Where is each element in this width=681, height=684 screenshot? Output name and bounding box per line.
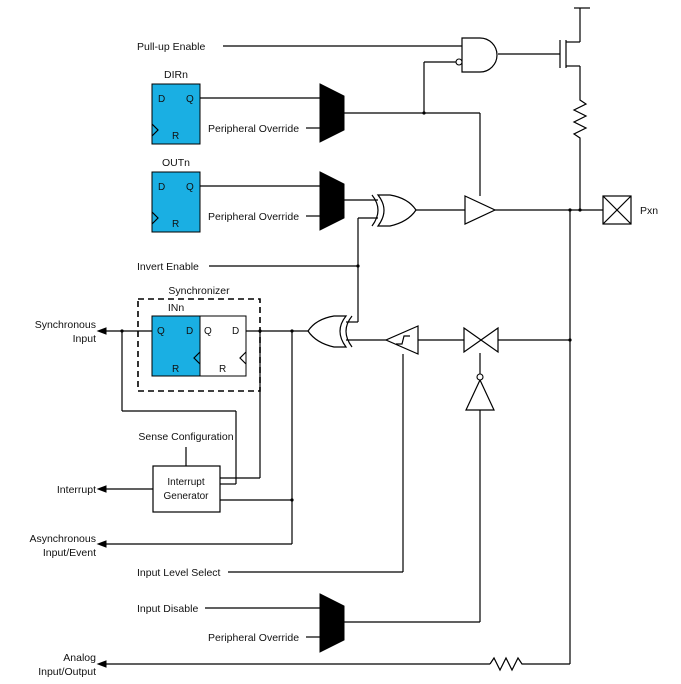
output-driver-icon: [464, 195, 497, 225]
pullup-pmos-icon: [559, 40, 580, 68]
analog-label-2: Input/Output: [38, 666, 96, 678]
interrupt-label: Interrupt: [57, 484, 96, 496]
schmitt-trigger-icon: [384, 325, 419, 355]
pullup-and-gate-icon: [455, 37, 498, 73]
analog-label-1: Analog: [63, 652, 96, 664]
wires: [104, 7, 603, 665]
inn-label: INn: [168, 302, 185, 314]
input-disable-inverter-icon: [465, 373, 495, 411]
pullup-resistor-icon: [572, 96, 588, 140]
input-disable-mux-icon: [319, 593, 345, 653]
interrupt-generator-label-2: Generator: [163, 491, 209, 502]
dirn-label: DIRn: [164, 69, 188, 81]
synchronous-input-label-1: Synchronous: [35, 319, 96, 331]
async-input-label-2: Input/Event: [43, 547, 96, 559]
outn-label: OUTn: [162, 157, 190, 169]
pxn-pad-icon: [602, 195, 632, 225]
out-override-mux-icon: [319, 171, 345, 231]
interrupt-generator-block: Interrupt Generator: [152, 465, 221, 513]
analog-resistor-icon: [489, 656, 524, 672]
synchronizer-block: Q D R Q D R: [137, 298, 261, 392]
inn-q-pin: Q: [157, 326, 165, 337]
interrupt-generator-label-1: Interrupt: [167, 477, 204, 488]
output-invert-xor-icon: [371, 194, 417, 227]
outn-q-pin: Q: [186, 182, 194, 193]
input-disable-label: Input Disable: [137, 603, 198, 615]
sync-ff2-d-pin: D: [232, 326, 239, 337]
async-arrow-icon: [96, 540, 107, 548]
synchronous-input-label-2: Input: [73, 333, 96, 345]
inn-d-pin: D: [186, 326, 193, 337]
dir-override-mux-icon: [319, 83, 345, 143]
synchronizer-label: Synchronizer: [168, 285, 230, 297]
labels: Pull-up Enable DIRn OUTn Peripheral Over…: [29, 41, 658, 678]
analog-left-arrow-icon: [96, 660, 107, 668]
async-input-label-1: Asynchronous: [29, 533, 96, 545]
input-invert-xor-icon: [307, 315, 353, 348]
pxn-label: Pxn: [640, 205, 658, 217]
outn-flipflop: D Q R: [151, 171, 201, 233]
input-passgate-icon: [463, 326, 499, 354]
peripheral-override-3-label: Peripheral Override: [208, 632, 299, 644]
outn-r-pin: R: [172, 219, 179, 230]
inn-r-pin: R: [172, 364, 179, 375]
invert-enable-label: Invert Enable: [137, 261, 199, 273]
junction-dots: [120, 111, 582, 502]
dirn-flipflop: D Q R: [151, 83, 201, 145]
outn-d-pin: D: [158, 182, 165, 193]
sync-ff2-q-pin: Q: [204, 326, 212, 337]
peripheral-override-2-label: Peripheral Override: [208, 211, 299, 223]
arrow-heads: [96, 327, 107, 668]
sync-input-arrow-icon: [96, 327, 107, 335]
dirn-q-pin: Q: [186, 94, 194, 105]
sync-ff2-r-pin: R: [219, 364, 226, 375]
sense-configuration-label: Sense Configuration: [138, 431, 233, 443]
interrupt-arrow-icon: [96, 485, 107, 493]
peripheral-override-1-label: Peripheral Override: [208, 123, 299, 135]
pullup-enable-label: Pull-up Enable: [137, 41, 205, 53]
dirn-d-pin: D: [158, 94, 165, 105]
input-level-select-label: Input Level Select: [137, 567, 221, 579]
dirn-r-pin: R: [172, 131, 179, 142]
